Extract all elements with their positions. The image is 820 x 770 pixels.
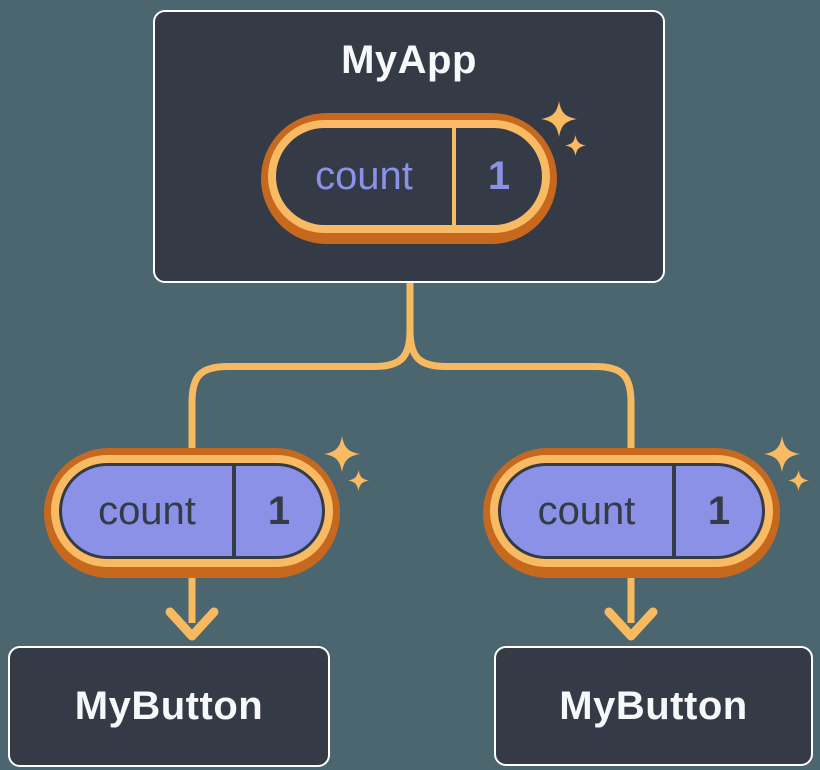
child-component-box-left: MyButton: [8, 646, 330, 767]
tree-connector-right: [406, 282, 635, 623]
state-value: 1: [452, 128, 542, 225]
root-component-title: MyApp: [341, 38, 477, 82]
child-component-title: MyButton: [74, 684, 264, 728]
child-state-pill-ring: count 1: [490, 455, 773, 567]
state-label: count: [315, 154, 413, 198]
root-state-pill: count 1: [261, 101, 586, 244]
state-value: 1: [232, 466, 322, 556]
arrow-down-icon-right: [604, 607, 658, 641]
child-state-pill-core: count 1: [59, 463, 325, 559]
state-label: count: [98, 488, 196, 533]
child-component-title: MyButton: [559, 683, 748, 728]
arrow-down-icon-left: [165, 607, 219, 641]
child-state-pill-left: count 1: [44, 436, 369, 578]
root-state-pill-ring: count 1: [268, 120, 550, 233]
root-state-pill-core: count 1: [276, 128, 542, 225]
child-state-pill-ring: count 1: [51, 455, 333, 567]
child-state-pill-right: count 1: [483, 436, 809, 578]
state-value: 1: [672, 466, 762, 556]
state-label: count: [537, 488, 636, 533]
child-state-pill-core: count 1: [498, 463, 765, 559]
child-component-box-right: MyButton: [494, 646, 813, 766]
